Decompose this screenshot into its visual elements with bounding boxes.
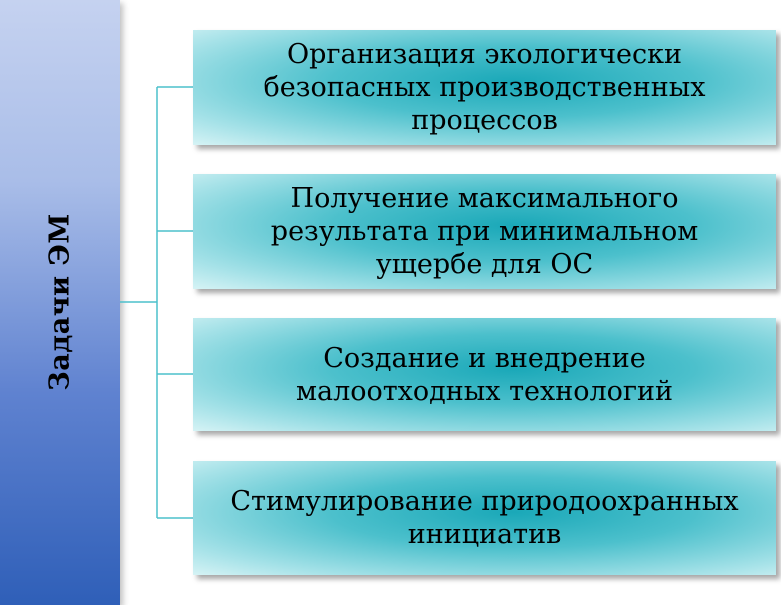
task-text-1: Организация экологически безопасных прои… bbox=[263, 39, 706, 136]
root-node: Задачи ЭМ bbox=[0, 0, 120, 605]
task-box-1: Организация экологически безопасных прои… bbox=[193, 30, 776, 145]
task-text-3: Создание и внедрение малоотходных технол… bbox=[295, 342, 674, 407]
task-box-2: Получение максимального результата при м… bbox=[193, 174, 776, 289]
task-text-4: Стимулирование природоохранных инициатив bbox=[230, 486, 739, 550]
task-box-4: Стимулирование природоохранных инициатив bbox=[193, 461, 776, 575]
task-text-2: Получение максимального результата при м… bbox=[270, 183, 699, 280]
root-node-label: Задачи ЭМ bbox=[44, 213, 76, 391]
task-box-3: Создание и внедрение малоотходных технол… bbox=[193, 318, 776, 431]
